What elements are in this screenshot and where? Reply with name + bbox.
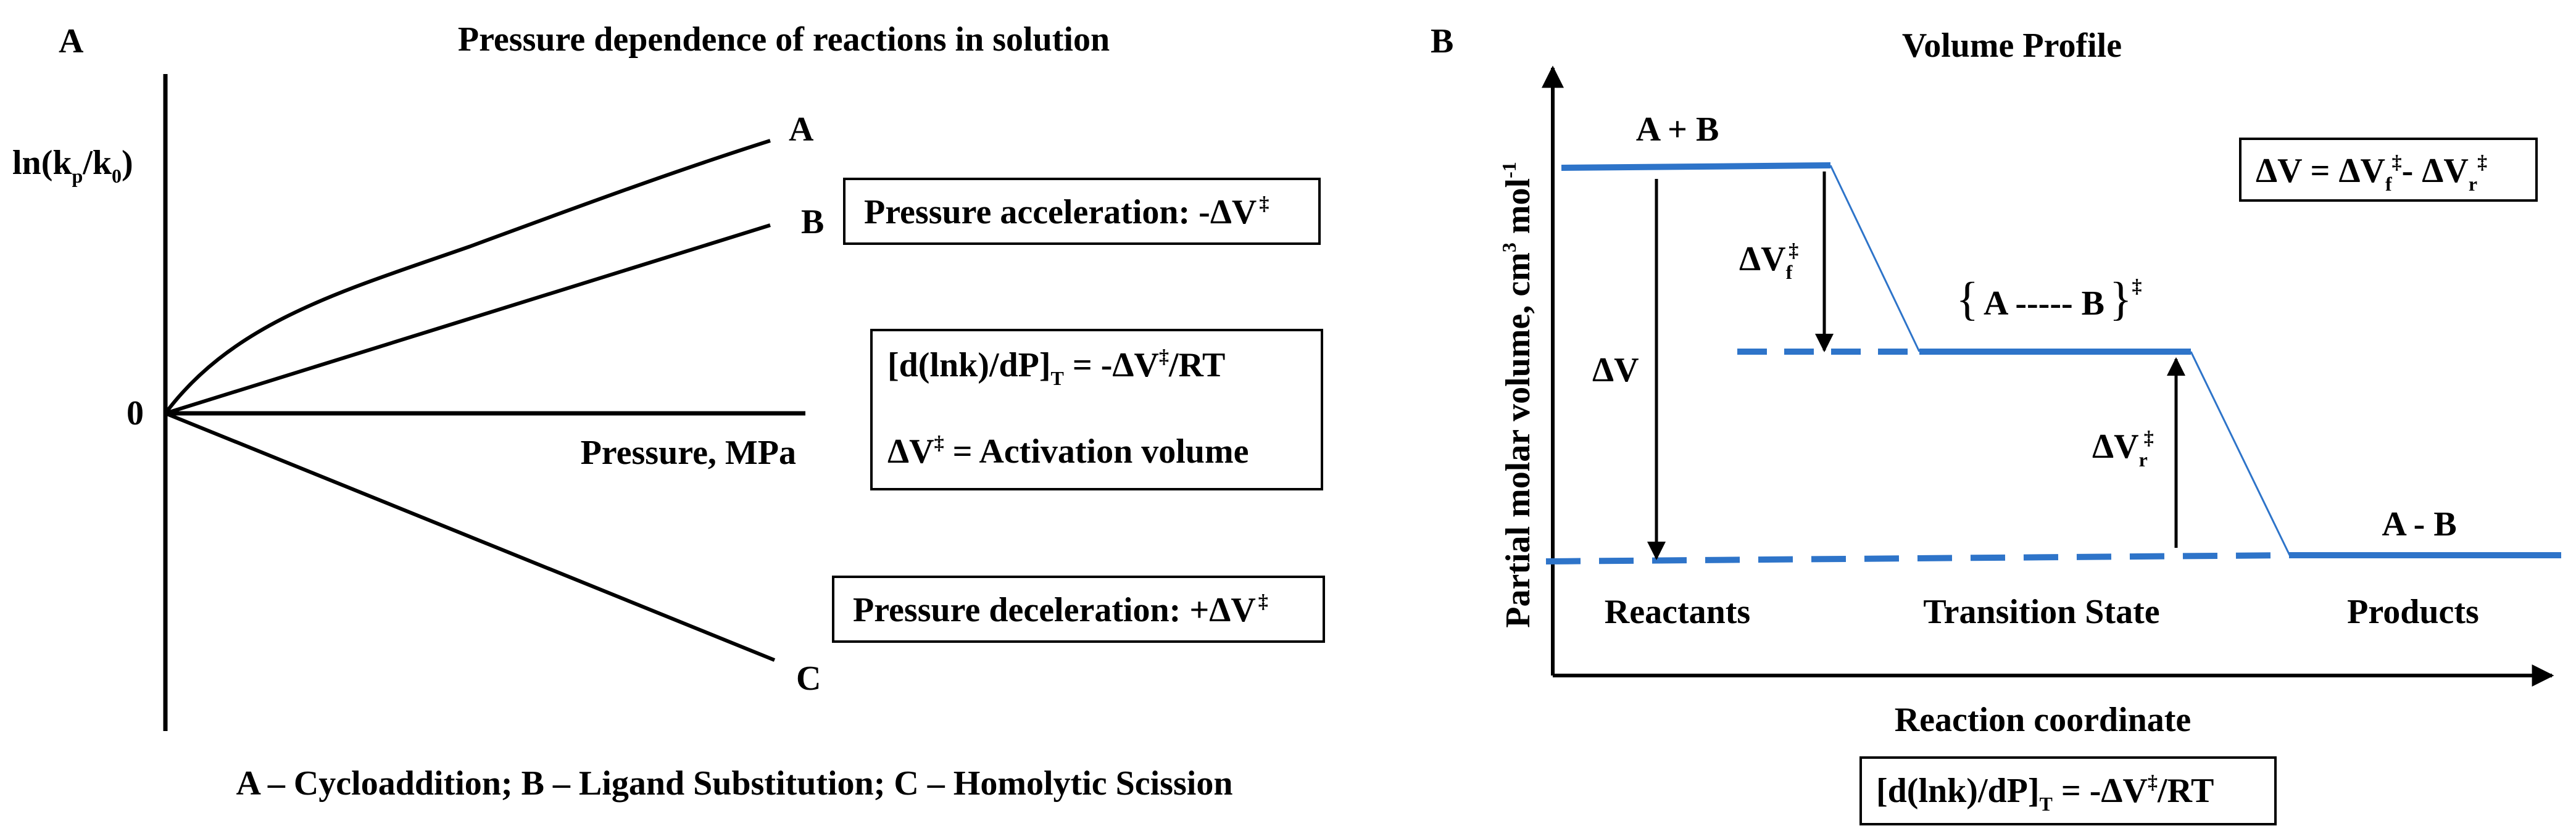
panel-a-letter: A — [59, 22, 84, 60]
panel-b-letter: B — [1431, 22, 1453, 60]
ts-to-product-line — [2190, 351, 2291, 556]
reactant-level-label: A + B — [1636, 110, 1719, 149]
acceleration-text: Pressure acceleration: -ΔV‡ — [864, 192, 1269, 231]
deceleration-text: Pressure deceleration: +ΔV‡ — [853, 590, 1268, 629]
panel-a-zero-label: 0 — [127, 394, 144, 432]
activation-volume-text: ΔV‡ = Activation volume — [887, 431, 1249, 471]
curve-b — [165, 223, 771, 415]
panel-a-caption: A – Cycloaddition; B – Ligand Substituti… — [236, 764, 1233, 803]
delta-vr-label: ΔVr‡ — [2092, 426, 2154, 471]
panel-b: B Volume Profile Partial molar volume, c… — [1431, 22, 2561, 825]
curve-c — [164, 411, 776, 662]
panel-a-title: Pressure dependence of reactions in solu… — [458, 20, 1110, 59]
curve-b-label: B — [801, 203, 824, 241]
panel-a-y-axis-label: ln(kp/k0) — [12, 144, 133, 187]
delta-vf-label: ΔVf‡ — [1739, 239, 1798, 283]
category-reactants: Reactants — [1605, 593, 1750, 631]
panel-a-x-axis-label: Pressure, MPa — [581, 434, 796, 472]
panel-b-title: Volume Profile — [1902, 27, 2122, 65]
delta-v-equation-text: ΔV = ΔVf‡- ΔVr‡ — [2256, 151, 2487, 195]
rate-law-equation-box — [1859, 756, 2277, 825]
category-products: Products — [2347, 593, 2479, 631]
rate-law-box — [870, 329, 1323, 490]
curve-a — [164, 139, 771, 415]
panel-b-x-axis-label: Reaction coordinate — [1895, 701, 2192, 739]
reactant-level-line — [1561, 162, 1831, 171]
delta-v-equation-box — [2239, 138, 2538, 202]
category-transition-state: Transition State — [1923, 593, 2159, 631]
transition-state-label: {A ----- B}‡ — [1956, 273, 2142, 325]
delta-v-label: ΔV — [1592, 351, 1639, 389]
curve-a-label: A — [789, 110, 814, 149]
product-level-label: A - B — [2382, 505, 2456, 543]
product-dashed-extension — [1545, 552, 2290, 564]
curve-c-label: C — [796, 659, 821, 698]
rate-law-text: [d(lnk)/dP]T = -ΔV‡/RT — [887, 345, 1225, 389]
acceleration-box — [843, 178, 1321, 245]
rate-law-equation-text: [d(lnk)/dP]T = -ΔV‡/RT — [1876, 771, 2214, 815]
panel-b-y-axis-label: Partial molar volume, cm3 mol-1 — [1498, 162, 1537, 627]
deceleration-box — [832, 576, 1325, 643]
panel-a: A Pressure dependence of reactions in so… — [12, 20, 1325, 803]
reactant-to-ts-line — [1829, 165, 1921, 352]
